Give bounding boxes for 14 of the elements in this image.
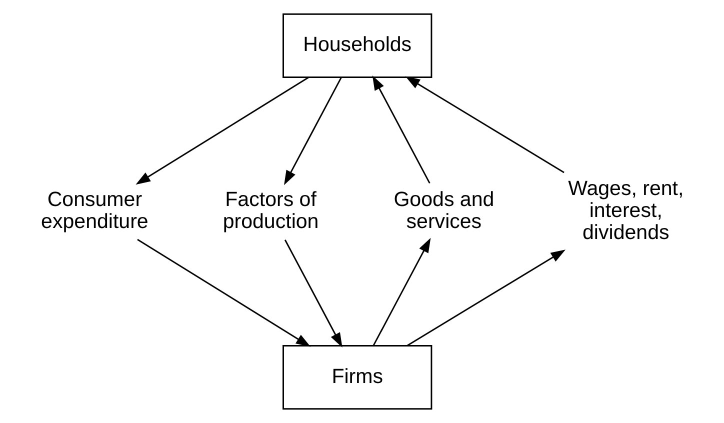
arrow bbox=[284, 77, 342, 186]
arrow bbox=[372, 75, 430, 184]
node-text: Factors of production bbox=[222, 188, 318, 233]
node-text: Consumer expenditure bbox=[40, 188, 148, 233]
node-box: Households bbox=[282, 13, 432, 78]
arrow bbox=[135, 76, 308, 185]
arrow bbox=[406, 250, 566, 346]
node-text: Wages, rent, interest, dividends bbox=[568, 176, 684, 244]
node-box: Firms bbox=[282, 345, 432, 410]
arrow bbox=[136, 238, 310, 347]
arrow bbox=[284, 240, 342, 348]
arrow bbox=[372, 238, 430, 346]
arrow bbox=[404, 76, 564, 174]
node-text: Goods and services bbox=[393, 188, 494, 233]
